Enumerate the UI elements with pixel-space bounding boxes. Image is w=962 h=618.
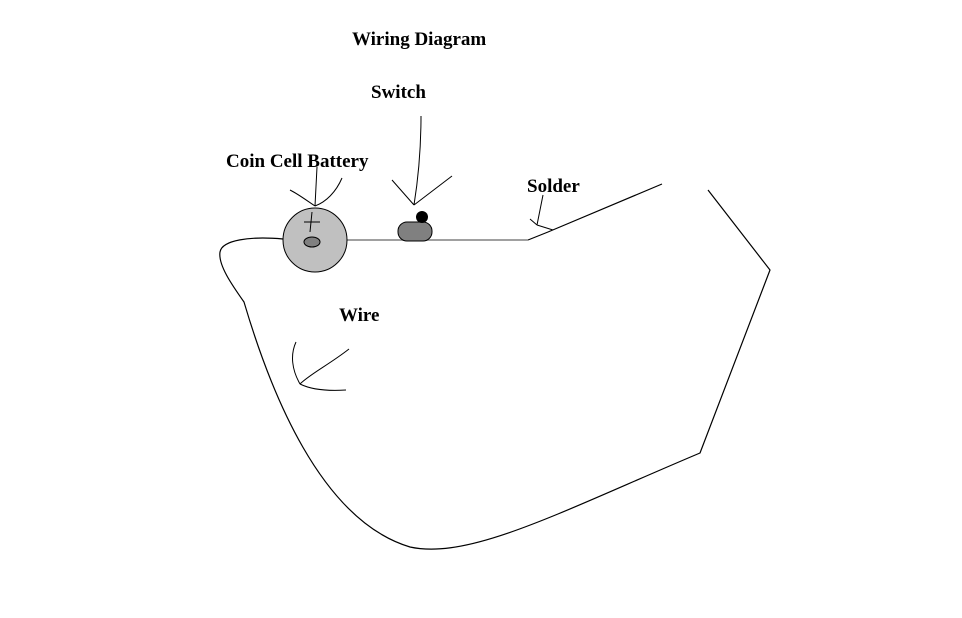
wire-label: Wire xyxy=(339,305,380,326)
switch-knob xyxy=(416,211,428,223)
switch-label: Switch xyxy=(371,82,426,103)
switch-body xyxy=(397,221,433,242)
wire-pointer xyxy=(292,341,350,391)
wire-solder-segment xyxy=(527,183,663,241)
wire-loop xyxy=(219,189,771,550)
solder-label: Solder xyxy=(527,176,580,197)
battery-plus-sign xyxy=(304,211,320,233)
switch-pointer xyxy=(391,115,453,206)
battery-pointer xyxy=(289,166,343,207)
diagram-title: Wiring Diagram xyxy=(352,29,487,50)
battery-center-contact xyxy=(303,236,321,248)
battery-label: Coin Cell Battery xyxy=(226,151,369,172)
solder-pointer xyxy=(529,194,554,231)
